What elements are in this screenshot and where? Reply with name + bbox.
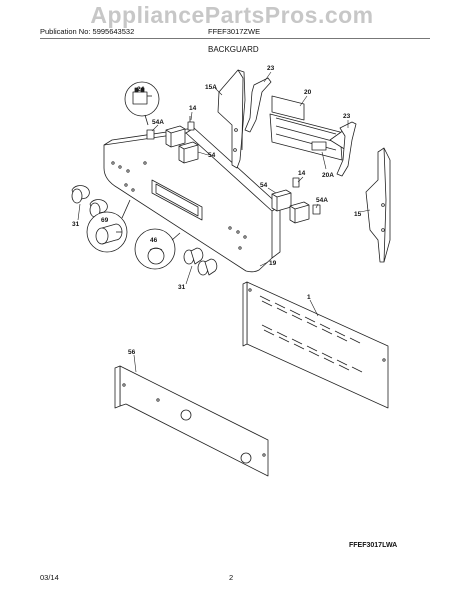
- callout-54-right: 54: [260, 182, 268, 189]
- callout-54-top: 54: [208, 152, 216, 159]
- callout-20: 20: [304, 89, 312, 96]
- callout-14-top: 14: [189, 105, 197, 112]
- footer-date: 03/14: [40, 573, 59, 582]
- part-69-detail: [86, 211, 128, 253]
- switch-group-right: [271, 177, 321, 224]
- footer-page-number: 2: [229, 573, 234, 582]
- part-15a-bracket: [217, 69, 246, 169]
- callout-23-right: 23: [343, 113, 351, 120]
- header-rule: [40, 38, 430, 39]
- callout-19: 19: [269, 260, 277, 267]
- callout-15a: 15A: [205, 84, 217, 91]
- watermark-logo: AppliancePartsPros.com: [90, 2, 374, 28]
- diagram-code: FFEF3017LWA: [349, 542, 398, 549]
- callout-54a-top: 54A: [152, 119, 164, 126]
- leader-lines: [77, 71, 371, 373]
- callout-56: 56: [128, 349, 136, 356]
- callout-15: 15: [354, 211, 362, 218]
- part-20-board: [269, 95, 351, 161]
- callout-20a: 20A: [322, 172, 334, 179]
- backguard-panel: [103, 127, 281, 273]
- publication-number: Publication No: 5995643532: [40, 27, 135, 36]
- callout-labels: 15A 23 14 20 23 54A 54 24 20A 54 14 54A …: [72, 65, 362, 356]
- callout-54a-right: 54A: [316, 197, 328, 204]
- callout-1: 1: [307, 294, 311, 301]
- part-24-detail: [124, 81, 160, 117]
- part-46-detail: [134, 228, 176, 270]
- knobs-31-bottom: [183, 247, 218, 276]
- part-23-right: [336, 121, 357, 177]
- knobs-31-left: [71, 185, 108, 218]
- callout-31-left: 31: [72, 221, 80, 228]
- section-title: BACKGUARD: [208, 45, 259, 54]
- callout-46: 46: [150, 237, 158, 244]
- part-1-rear-panel: [242, 281, 389, 409]
- switch-group-top: [146, 116, 199, 164]
- callout-14-right: 14: [298, 170, 306, 177]
- callout-23-left: 23: [267, 65, 275, 72]
- callout-69: 69: [101, 217, 109, 224]
- callout-31-bottom: 31: [178, 284, 186, 291]
- part-56-lower-panel: [114, 365, 269, 477]
- callout-24: 24: [137, 86, 145, 93]
- model-number: FFEF3017ZWE: [208, 27, 261, 36]
- part-15-bracket: [365, 147, 391, 263]
- part-23-left: [244, 77, 272, 133]
